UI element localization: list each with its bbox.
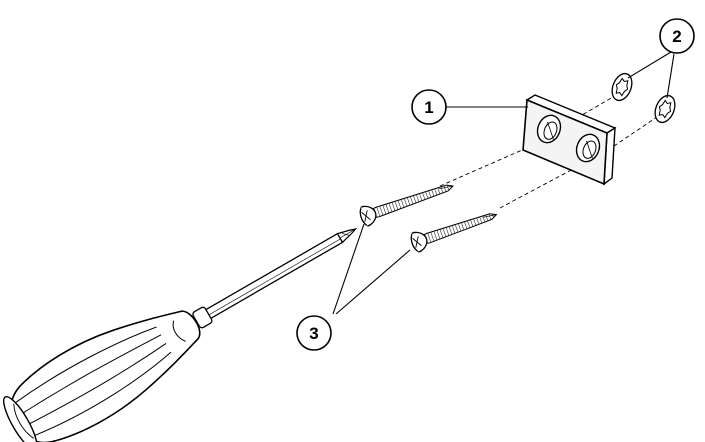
callout-1: 1: [411, 89, 447, 125]
leader-lines: [332, 51, 675, 315]
screwdriver-icon: [3, 228, 358, 442]
lock-washer-icon: [654, 94, 676, 124]
wood-screw-icon: [410, 213, 498, 253]
lock-washer-icon: [611, 72, 633, 102]
mounting-plate-icon: [522, 94, 617, 186]
wood-screw-icon: [359, 184, 455, 227]
callout-2: 2: [659, 18, 695, 54]
callout-label: 1: [424, 98, 433, 117]
callout-3: 3: [296, 315, 332, 351]
callout-label: 3: [309, 324, 318, 343]
callout-label: 2: [672, 27, 681, 46]
